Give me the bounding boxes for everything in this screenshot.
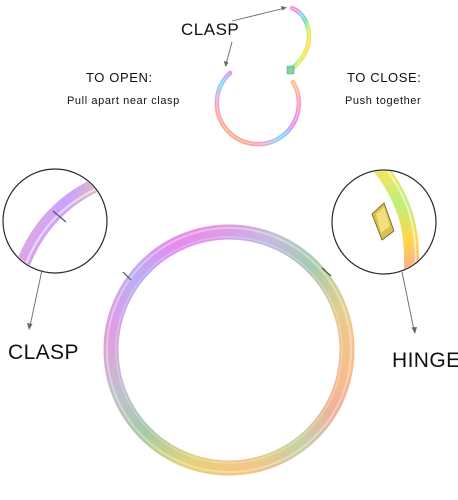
to-open-instruction: Pull apart near clasp — [67, 95, 180, 107]
hinge-callout-label: HINGE — [392, 349, 458, 372]
to-open-heading: TO OPEN: — [86, 70, 153, 85]
top-clasp-label: CLASP — [181, 20, 240, 39]
to-close-heading: TO CLOSE: — [347, 70, 422, 85]
closed-hinged-ring-icon — [103, 224, 355, 476]
hinge-detail-icon — [331, 169, 437, 334]
clasp-detail-icon — [2, 168, 108, 330]
open-hinged-ring-icon — [214, 5, 312, 147]
clasp-callout-label: CLASP — [8, 341, 79, 364]
to-close-instruction: Push together — [345, 95, 422, 107]
